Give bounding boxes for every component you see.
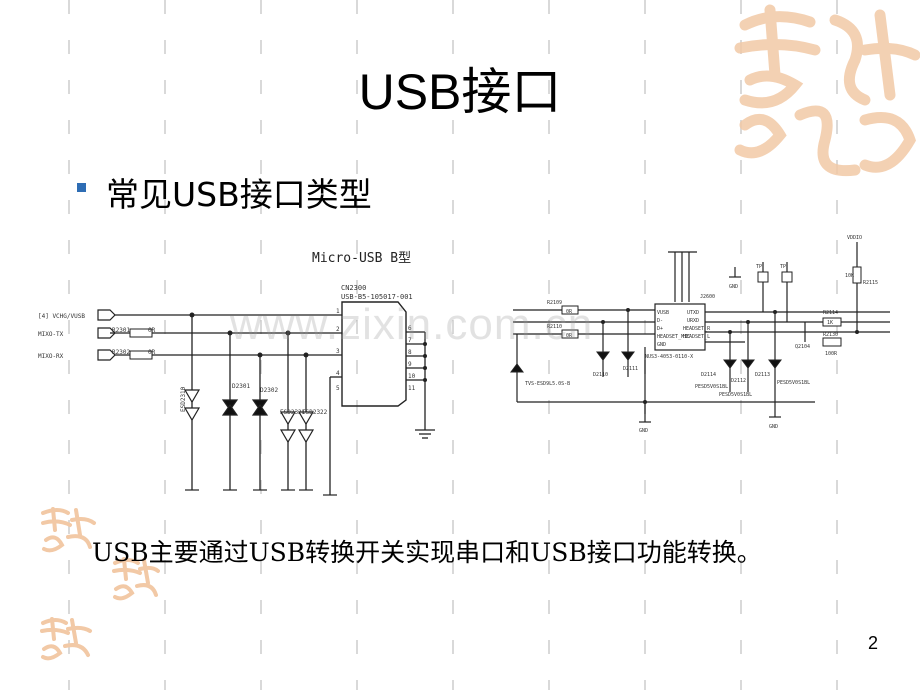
esd-diode-symbol [183,389,201,422]
zener-diode-symbol [251,403,269,416]
calligraphy-seal-small [40,617,92,661]
resistor-ref: R2301 [112,327,130,334]
background-dash-line [260,0,262,690]
zener-diode-symbol [221,403,239,416]
micro-usb-schematic: Micro-USB B型 CN2300 USB-B5-105017-001 [4… [38,251,435,496]
ic-part: NUS3-4053-0110-X [645,354,693,360]
pin-number: 10 [408,373,416,380]
resistor-ref: R2130 [823,332,838,338]
watermark: www.zixin.com.cn [230,300,594,349]
resistor-value: 1K [827,320,833,326]
diode-ref: D2114 [701,372,716,378]
pin-number: 7 [408,337,412,344]
test-point-label: TP [780,264,786,270]
pin-number: 9 [408,361,412,368]
diode-ref: ESD2321 [280,409,306,416]
background-dash-line [644,0,646,690]
pin-number: 11 [408,385,416,392]
diode-ref: D2112 [731,378,746,384]
bullet-text: 常见USB接口类型 [106,175,372,214]
pin-number: 2 [336,326,340,333]
ic-pin-label: HEADSET_R [683,326,711,332]
background-dash-line [740,0,742,690]
net-label: [4] VCHG/VUSB [38,313,85,320]
diode-ref: D2111 [623,366,638,372]
calligraphy-seal-small [41,507,96,553]
calligraphy-seal-small [112,557,160,601]
net-label: MIXO-TX [38,331,64,338]
page-number: 2 [868,633,879,653]
transistor-ref: Q2104 [795,344,810,350]
usb-switch-schematic: J2600 NUS3-4053-0110-X VUSB D- D+ HEADSE… [510,235,890,434]
ground-label: GND [639,428,648,434]
resistor-value: 0R [566,333,573,339]
schematic-heading: Micro-USB B型 [312,251,411,266]
resistor-ref: R2110 [547,324,562,330]
diode-ref: ESD2322 [302,409,328,416]
esd-diode-symbol [279,411,297,444]
resistor-value: 0R [566,309,573,315]
resistor-symbol [822,337,842,347]
connector-ref: CN2300 [341,284,366,292]
diode-part: PESD5V0S1BL [695,384,728,390]
pin-number: 8 [408,349,412,356]
pin-number: 3 [336,348,340,355]
caption-text: USB主要通过USB转换开关实现串口和USB接口功能转换。 [92,538,762,567]
resistor-symbol [129,328,153,338]
ic-pin-label: VUSB [657,310,669,316]
background-dash-line [68,0,70,690]
resistor-ref: R2109 [547,300,562,306]
resistor-value: 100R [825,351,838,357]
resistor-symbol [561,329,579,339]
resistor-symbol [129,350,153,360]
ic-pin-label: URXD [687,318,699,324]
diode-part: PESD5V0S1BL [777,380,810,386]
ic-pin-label: HEADSET_L [683,334,710,340]
background-dash-line [356,0,358,690]
background-dash-line [452,0,454,690]
calligraphy-seal-logo [734,4,920,177]
resistor-ref: R2302 [112,349,130,356]
ic-pin-label: GND [657,342,666,348]
resistor-value: 0R [148,327,156,334]
resistor-symbol [561,305,579,315]
connector-part: USB-B5-105017-001 [341,293,413,301]
diode-part: TVS-ESD9L5.0S-B [525,381,570,387]
test-point-label: TP [756,264,762,270]
ground-label: GND [769,424,778,430]
ic-pin-label: D+ [657,326,663,332]
ic-pin-label: HEADSET_MIC [657,334,690,340]
resistor-symbol [852,266,862,284]
pin-number: 1 [336,308,340,315]
pin-number: 4 [336,370,340,377]
pin-number: 6 [408,325,412,332]
diode-ref: ESD2310 [180,386,187,412]
connector-body [341,301,407,407]
net-label: MIXO-RX [38,353,64,360]
bullet-square-icon [77,183,86,192]
diode-ref: D2302 [260,387,278,394]
resistor-value: 0R [148,349,156,356]
slide-title: USB接口 [358,64,562,120]
supply-label: VDDIO [847,235,862,241]
resistor-ref: R2114 [823,310,838,316]
pin-number: 5 [336,385,340,392]
esd-diode-symbol [297,411,315,444]
ic-ref: J2600 [700,294,715,300]
ground-label: GND [729,284,738,290]
diode-part: PESD5V0S1BL [719,392,752,398]
ic-pin-label: UTXD [687,310,699,316]
diode-ref: D2110 [593,372,608,378]
diode-ref: D2301 [232,383,250,390]
resistor-ref: R2115 [863,280,878,286]
background-dash-line [548,0,550,690]
resistor-value: 10K [845,273,854,279]
diode-ref: D2113 [755,372,770,378]
ic-pin-label: D- [657,318,663,324]
resistor-symbol [822,317,842,327]
background-dash-line [164,0,166,690]
